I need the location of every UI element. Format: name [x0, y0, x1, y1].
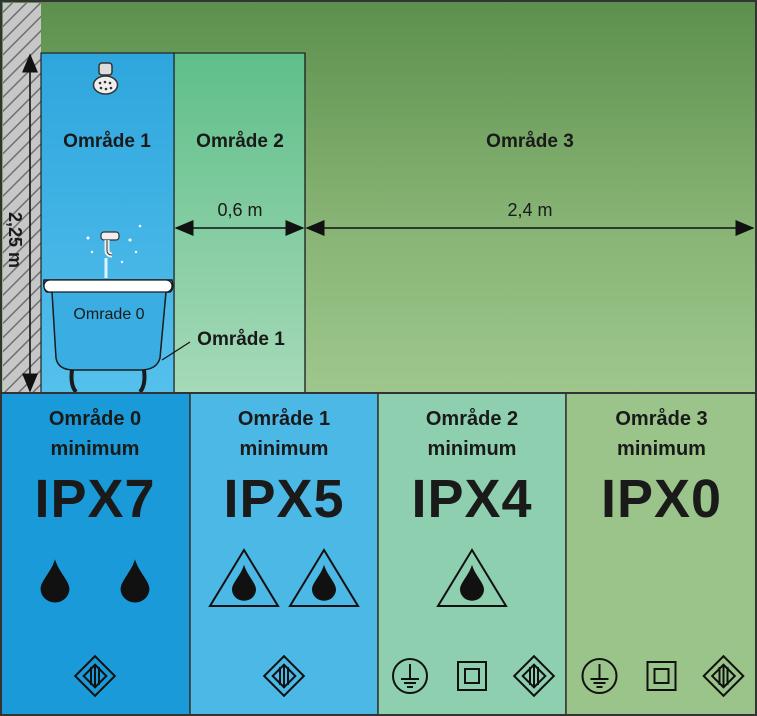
panel-minimum-label: minimum: [240, 438, 329, 460]
panel-ip-rating: IPX0: [601, 469, 722, 529]
zone3-width-label: 2,4 m: [507, 200, 552, 220]
panel-zone-label: Område 3: [615, 407, 707, 430]
wall-hatch: [3, 3, 41, 393]
bathtub-zone-label: Omrade 0: [73, 306, 144, 323]
panel-1: [189, 392, 379, 716]
shower-head-icon: [92, 62, 119, 95]
triangle-icon: [288, 548, 360, 607]
bathtub-icon: [43, 224, 174, 394]
zone3-label: Område 3: [486, 131, 574, 152]
zone1-label: Område 1: [63, 131, 151, 152]
height-dimension-label: 2,25 m: [5, 212, 25, 268]
panel-ip-rating: IPX5: [223, 469, 344, 529]
zone1-callout-label: Område 1: [197, 329, 285, 350]
triangle-icon: [208, 548, 280, 607]
panel-0: [0, 392, 191, 716]
panel-minimum-label: minimum: [617, 438, 706, 460]
zone2-label: Område 2: [196, 131, 284, 152]
zone1-callout-line: [161, 341, 191, 361]
triangle-icon: [436, 548, 508, 607]
panel-zone-label: Område 0: [49, 407, 141, 430]
panel-zone-label: Område 2: [426, 407, 518, 430]
panel-minimum-label: minimum: [51, 438, 140, 460]
panel-minimum-label: minimum: [428, 438, 517, 460]
zone2-width-label: 0,6 m: [217, 200, 262, 220]
panel-ip-rating: IPX7: [34, 469, 155, 529]
panel-ip-rating: IPX4: [411, 469, 532, 529]
panel-zone-label: Område 1: [238, 407, 330, 430]
